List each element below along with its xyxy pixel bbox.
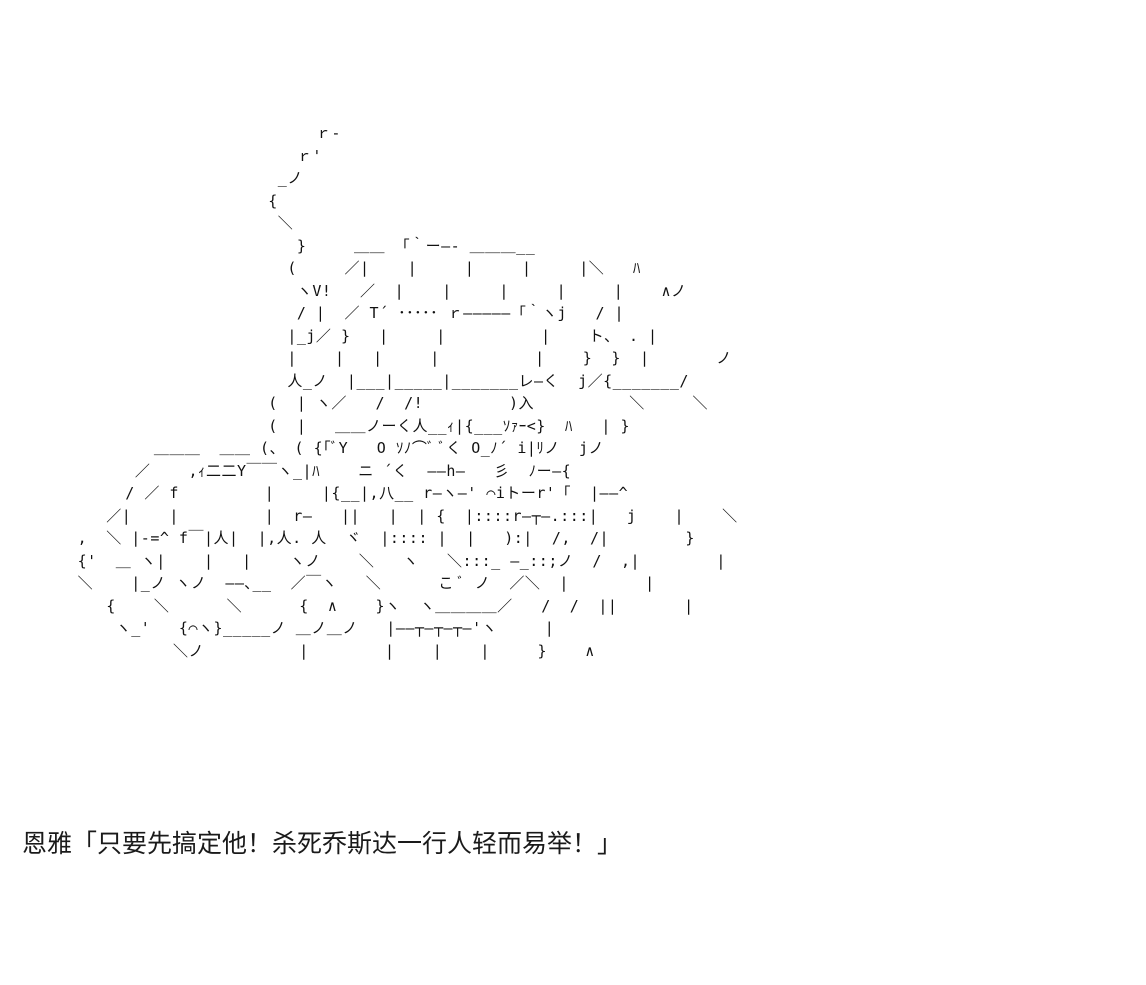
- art-line: ／| | | r― || | | { |::::r―┬―.:::| j | ＼: [30, 506, 738, 525]
- art-line: ＿＿＿ ＿＿ (、 ( {「ﾞY O ｿﾉ⌒ﾞ ﾞく O_ﾉ´ i|ﾘノ jノ: [30, 439, 604, 457]
- art-line: |_j／ } | | | ト、 . |: [30, 326, 658, 345]
- art-line: {: [30, 191, 278, 210]
- art-line: ｒ': [30, 146, 322, 165]
- caption-text: 恩雅「只要先搞定他！杀死乔斯达一行人轻而易举！」: [22, 829, 623, 858]
- art-line: ヽ_' {⌒ヽ}_____ノ ＿ノ＿ノ |――┬―┬―┬―'ヽ |: [30, 619, 555, 637]
- art-line: ( | ＿＿ノーく人__ｨ|{___ｿｧｰ<} ﾊ | }: [30, 416, 631, 435]
- art-line: / ／ f | |{__|,八__ r―ヽ―' ⌒iトーr'「 |――^: [30, 484, 629, 502]
- art-line: {' ＿ ヽ| | | ヽノ ＼ ヽ ＼:::_ ―_::;ノ / ,| |: [30, 551, 726, 570]
- art-line: ＼ノ | | | | } ∧: [30, 641, 595, 660]
- ascii-art-illustration: ｒ‐ ｒ' _ノ { ＼ } ＿＿ 「｀ー―‐ ＿＿＿__ ( ／|: [30, 122, 790, 812]
- art-line: / | ／ T´ ･････ ｒ―――――「｀ヽj / |: [30, 304, 625, 322]
- art-line: ／ ,ｨ二二Y￣￣ヽ_|ﾊ ニ ´く ――h― 彡 ﾉー―{: [30, 461, 572, 480]
- art-line: _ノ: [30, 169, 303, 187]
- art-line: { ＼ ＼ { ∧ }ヽ ヽ＿＿＿＿／ / / || |: [30, 596, 694, 615]
- art-line: ( | ヽ／ / /! )入 ＼ ＼: [30, 394, 708, 412]
- art-line: , ＼ |-=^ f￣|人| |,人. 人 ヾ |:::: | | ):| /,…: [30, 529, 695, 547]
- art-line: 人_ノ |___|_____|_______レ―く j／{_______/: [30, 371, 689, 390]
- art-line: ヽV! ／ | | | | | ∧ノ: [30, 281, 687, 300]
- art-line: ＼ |_ノ ヽノ ――､__ ／￣ヽ ＼ こ ﾞ ノ ／＼ | |: [30, 574, 655, 592]
- art-line: | | | | | } } | ノ: [30, 349, 732, 367]
- art-line: ( ／| | | | |＼ ﾊ: [30, 259, 641, 277]
- art-line: ｒ‐: [30, 124, 341, 142]
- art-line: ＼: [30, 214, 294, 232]
- art-line: } ＿＿ 「｀ー―‐ ＿＿＿__: [30, 236, 536, 255]
